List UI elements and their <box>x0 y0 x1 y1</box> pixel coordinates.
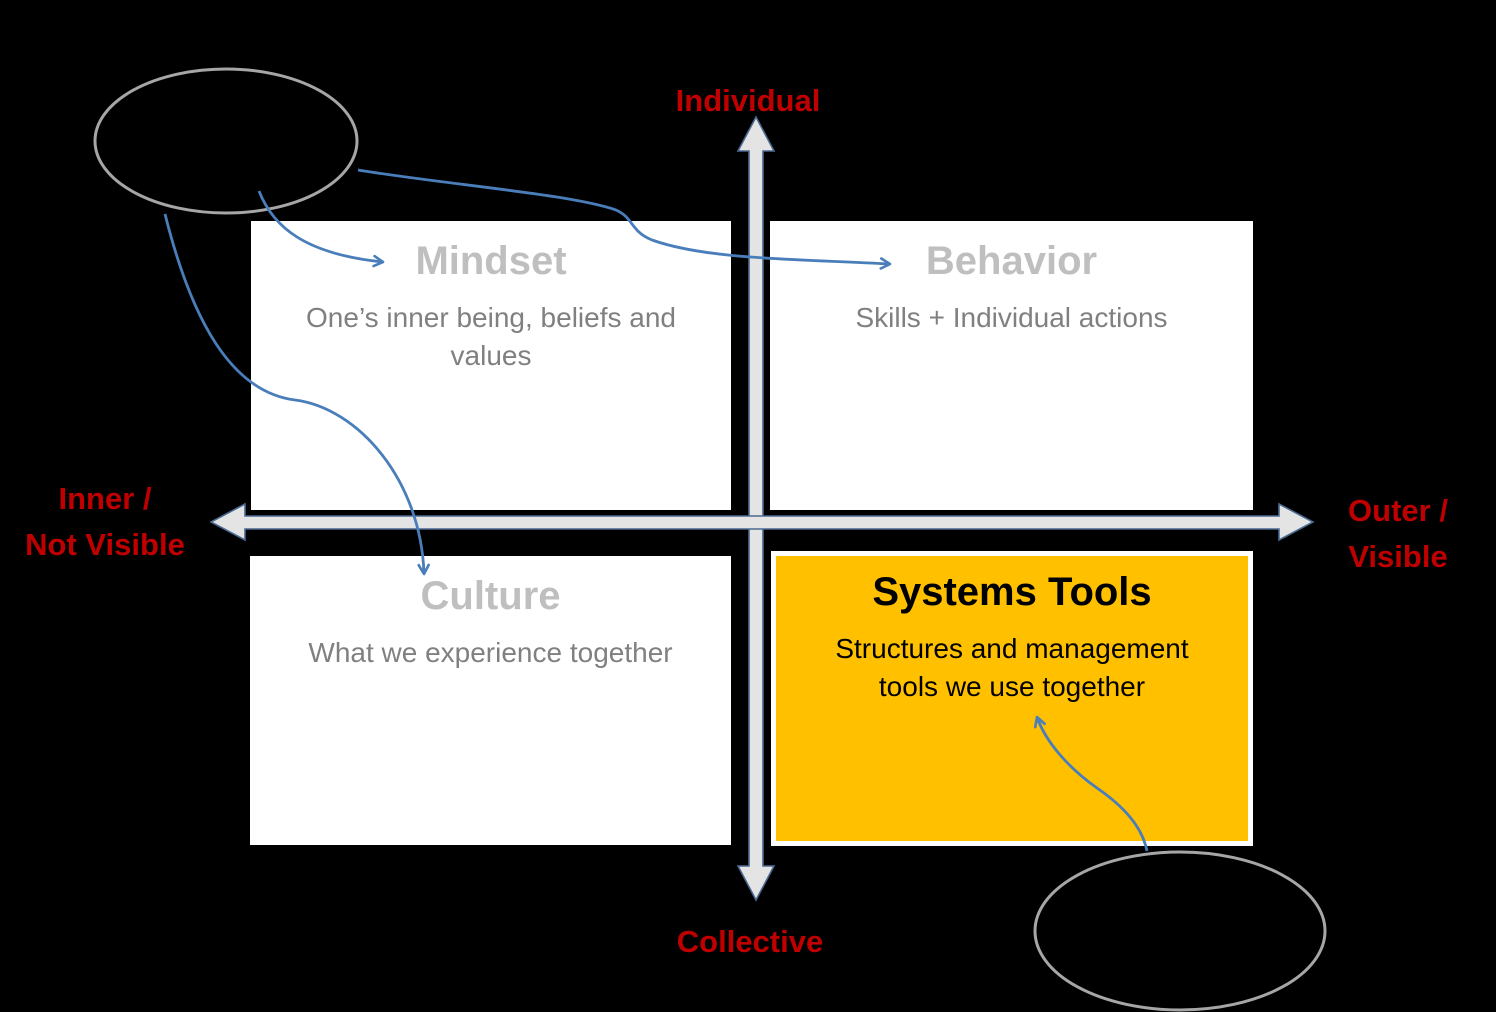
description-line: Skills + Individual actions <box>855 302 1168 333</box>
ellipse-annotation-top-left <box>93 67 359 215</box>
axis-label-line: Visible <box>1348 539 1448 574</box>
description-line: One’s inner being, beliefs and <box>306 302 676 333</box>
description-line: tools we use together <box>878 671 1146 702</box>
axis-label-line: Outer / <box>1348 493 1448 528</box>
quadrant-behavior: Behavior Skills + Individual actions <box>770 221 1253 510</box>
quadrant-systems-tools: Systems Tools Structures and management … <box>771 551 1253 846</box>
quadrant-mindset-title: Mindset <box>415 239 567 283</box>
description-line: What we experience together <box>308 637 673 668</box>
quadrant-mindset: Mindset One’s inner being, beliefs and v… <box>251 221 731 510</box>
quadrant-culture-title: Culture <box>420 574 561 618</box>
quadrant-culture: Culture What we experience together <box>250 556 731 845</box>
quadrant-culture-description: What we experience together <box>250 634 731 672</box>
quadrant-systems-tools-description: Structures and management tools we use t… <box>776 630 1248 706</box>
quadrant-mindset-description: One’s inner being, beliefs and values <box>251 299 731 375</box>
quadrant-behavior-title: Behavior <box>925 239 1098 283</box>
axis-label-inner-not-visible: Inner / Not Visible <box>5 476 205 568</box>
axis-label-collective: Collective <box>676 924 824 959</box>
quadrant-systems-tools-title: Systems Tools <box>872 570 1152 614</box>
vertical-axis-arrow <box>736 115 776 902</box>
ellipse-annotation-bottom-right <box>1033 850 1327 1012</box>
axis-label-line: Inner / <box>58 481 152 516</box>
axis-label-outer-visible: Outer / Visible <box>1298 488 1496 580</box>
description-line: values <box>450 340 532 371</box>
description-line: Structures and management <box>835 633 1189 664</box>
axis-label-line: Not Visible <box>25 527 185 562</box>
quadrant-behavior-description: Skills + Individual actions <box>770 299 1253 337</box>
axis-label-individual: Individual <box>675 83 821 118</box>
